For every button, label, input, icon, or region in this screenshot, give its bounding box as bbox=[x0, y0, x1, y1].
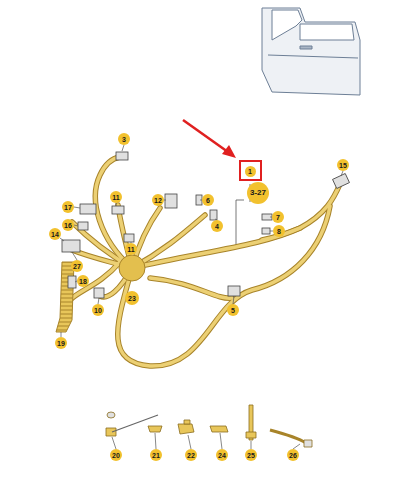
callout-number: 1 bbox=[245, 166, 256, 177]
callout-number: 15 bbox=[337, 159, 349, 171]
callout-number: 21 bbox=[150, 449, 162, 461]
harness-junction bbox=[119, 255, 145, 281]
callout-number: 12 bbox=[152, 194, 164, 206]
callout-number: 7 bbox=[272, 211, 284, 223]
callout-number: 10 bbox=[92, 304, 104, 316]
callout-number: 11 bbox=[110, 191, 122, 203]
callout-number: 23 bbox=[125, 291, 139, 305]
clip-part bbox=[106, 405, 312, 447]
callout-number: 11 bbox=[125, 243, 137, 255]
callout-number: 24 bbox=[216, 449, 228, 461]
callout-number: 17 bbox=[62, 201, 74, 213]
callout-number: 26 bbox=[287, 449, 299, 461]
callout-number: 3-27 bbox=[247, 182, 269, 204]
callout-number: 20 bbox=[110, 449, 122, 461]
callout-number: 27 bbox=[71, 260, 83, 272]
door-outline bbox=[262, 8, 360, 95]
callout-number: 25 bbox=[245, 449, 257, 461]
leader-line bbox=[60, 145, 343, 337]
wire-harness bbox=[70, 157, 340, 366]
callout-number: 14 bbox=[49, 228, 61, 240]
callout-number: 5 bbox=[227, 304, 239, 316]
connector bbox=[62, 152, 349, 298]
corrugated-tube bbox=[56, 262, 74, 332]
callout-number: 3 bbox=[118, 133, 130, 145]
callout-number: 18 bbox=[77, 275, 89, 287]
callout-number: 8 bbox=[273, 225, 285, 237]
highlight-arrow bbox=[183, 120, 261, 180]
callout-number: 22 bbox=[185, 449, 197, 461]
callout-number: 6 bbox=[202, 194, 214, 206]
callout-number: 19 bbox=[55, 337, 67, 349]
leader-line bbox=[112, 433, 300, 449]
callout-number: 4 bbox=[211, 220, 223, 232]
callout-number: 16 bbox=[62, 219, 74, 231]
